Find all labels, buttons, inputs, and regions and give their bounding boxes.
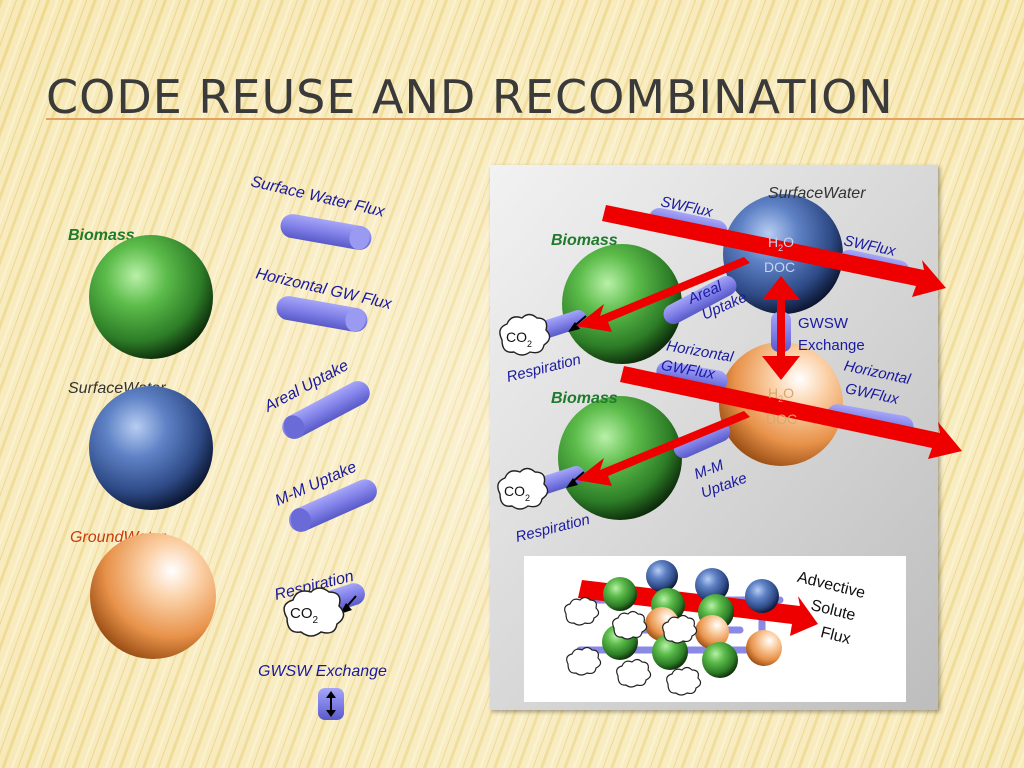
composite-biomass-top-sphere [562, 244, 682, 364]
composite-biomass-bottom-sphere [558, 396, 682, 520]
title-underline [46, 118, 1024, 120]
slide-title: Code Reuse and Recombination [46, 70, 894, 124]
biomass-sphere [89, 235, 213, 359]
areal-uptake-cylinder [282, 381, 370, 439]
svg-text:CO2: CO2 [290, 605, 319, 626]
inset-label-flux: Flux [819, 624, 852, 648]
composite-co2-cloud-bottom: CO2 [497, 467, 549, 510]
composite-areal-uptake-cylinder [663, 275, 737, 325]
composite-gwsw-line2: Exchange [798, 337, 865, 354]
composite-surfacewater-label: SurfaceWater [768, 185, 866, 202]
composite-doc-top-label: DOC [764, 259, 795, 275]
groundwater-flow-arrow [620, 366, 962, 459]
co2-cloud-legend: CO2 [283, 587, 345, 637]
gwsw-exchange-icon [318, 688, 344, 720]
advective-flux-inset: Advective Solute Flux [524, 556, 906, 702]
legend-components: Biomass SurfaceWater GroundWater [68, 227, 216, 659]
surface-water-flux-label: Surface Water Flux [249, 173, 387, 221]
surface-water-flow-arrow [602, 205, 946, 297]
composite-biomass-bottom-label: Biomass [551, 390, 618, 407]
groundwater-sphere [90, 533, 216, 659]
biomass-label: Biomass [68, 227, 135, 244]
surface-water-flux-cylinder [280, 214, 372, 250]
areal-uptake-flow-arrow [576, 257, 750, 332]
composite-panel: SurfaceWater Biomass Biomass SWFlux SWFl… [490, 165, 962, 710]
mm-uptake-cylinder [288, 479, 377, 532]
composite-doc-bottom-label: DOC [766, 411, 797, 427]
composite-biomass-top-label: Biomass [551, 232, 618, 249]
composite-horizontal-gwflux-left-cylinder [656, 361, 728, 391]
gwsw-exchange-flow-arrow [762, 276, 800, 380]
surfacewater-sphere [89, 386, 213, 510]
composite-red-arrows [576, 205, 962, 486]
composite-h2o-bottom-label: H2O [768, 385, 794, 404]
composite-h2o-top-label: H2O [768, 234, 794, 253]
legend-fluxes: Surface Water Flux Horizontal GW Flux Ar… [249, 173, 394, 720]
horizontal-gw-flux-cylinder [276, 296, 368, 332]
inset-flow-arrow [578, 580, 818, 636]
svg-text:CO2: CO2 [504, 483, 530, 503]
composite-gwsw-line1: GWSW [798, 315, 849, 332]
composite-co2-cloud-top: CO2 [499, 313, 551, 356]
mm-uptake-flow-arrow [576, 411, 750, 486]
gwsw-exchange-label: GWSW Exchange [258, 663, 387, 680]
svg-text:CO2: CO2 [506, 329, 532, 349]
